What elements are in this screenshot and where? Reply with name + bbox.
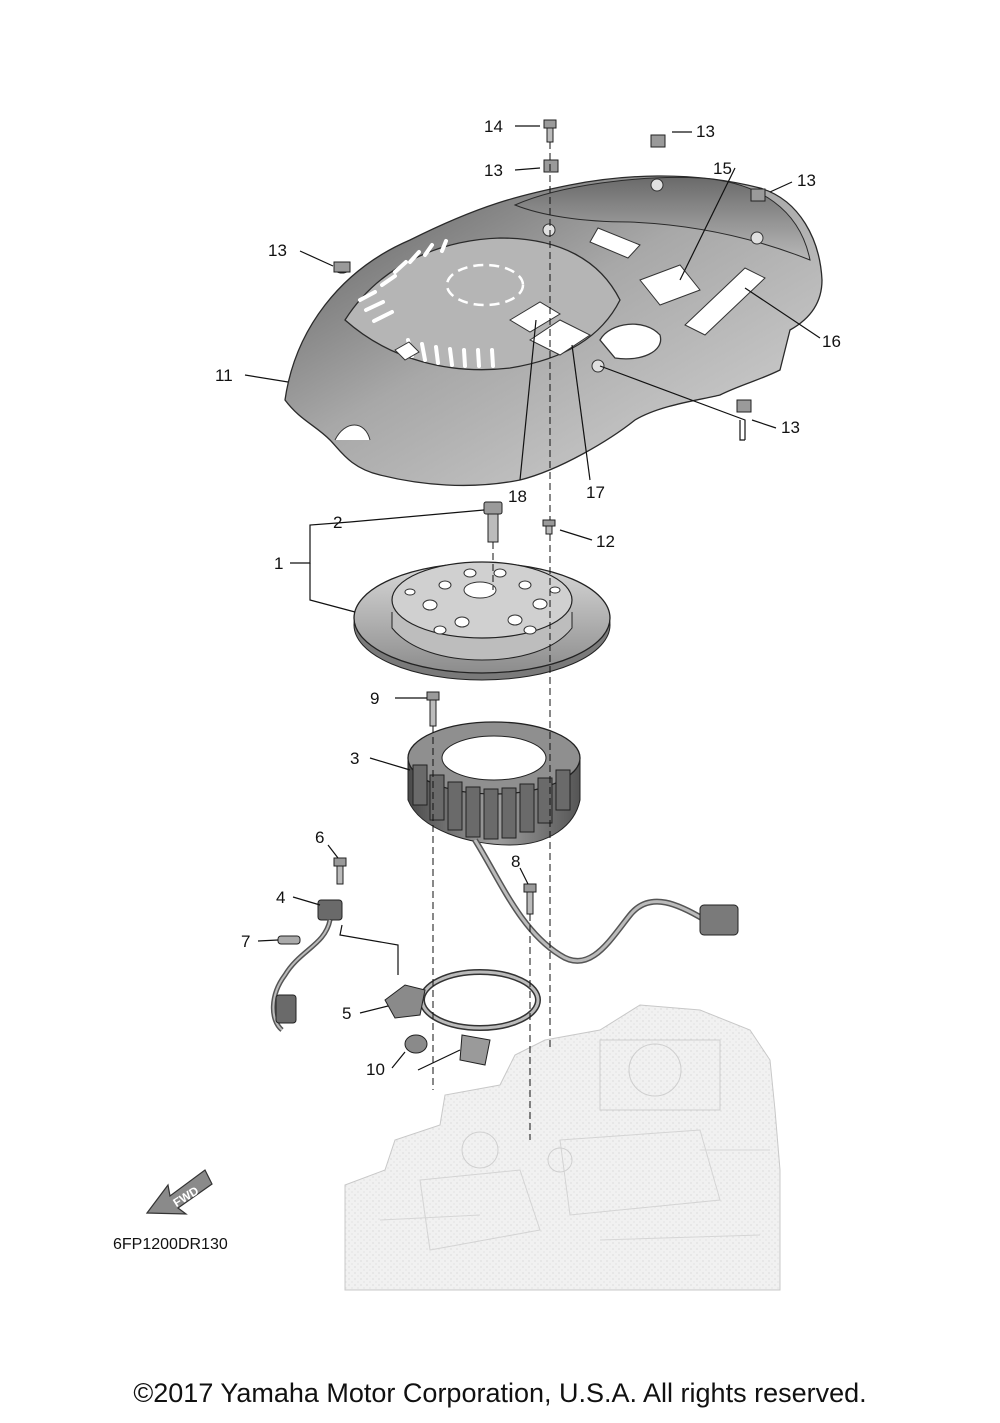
callout-13e: 13: [781, 418, 800, 437]
callout-2: 2: [333, 513, 342, 532]
label-17: [529, 319, 591, 356]
cover-vent-slots: [358, 239, 495, 368]
label-16: [684, 267, 766, 336]
callout-16: 16: [822, 332, 841, 351]
callout-8: 8: [511, 852, 520, 871]
copyright-notice: ©2017 Yamaha Motor Corporation, U.S.A. A…: [133, 1378, 867, 1408]
callout-11: 11: [215, 366, 233, 385]
label-15: [639, 264, 701, 306]
grommet-13e: [736, 399, 752, 413]
leader-lines: [244, 125, 821, 1071]
callout-17: 17: [586, 483, 605, 502]
callout-13b: 13: [696, 122, 715, 141]
grommet-10: [404, 1034, 428, 1054]
callout-14: 14: [484, 117, 503, 136]
callout-12: 12: [596, 532, 615, 551]
bolt-12: [542, 519, 556, 535]
label-18: [509, 301, 561, 333]
grommet-13d: [750, 188, 766, 202]
stator-connector: [699, 904, 739, 936]
flywheel-cover: [284, 175, 823, 487]
engine-block: [344, 1004, 781, 1291]
pulser-coil: [270, 899, 343, 1032]
callout-6: 6: [315, 828, 324, 847]
flywheel-rotor: [353, 561, 611, 681]
callout-15: 15: [713, 159, 732, 178]
alignment-lines: [432, 142, 551, 1140]
callout-4: 4: [276, 888, 285, 907]
bolt-14: [543, 119, 557, 143]
callout-3: 3: [350, 749, 359, 768]
callout-10: 10: [366, 1060, 385, 1079]
callout-5: 5: [342, 1004, 351, 1023]
callout-13d: 13: [268, 241, 287, 260]
grommet-13a: [333, 261, 351, 274]
diagram-code: 6FP1200DR130: [113, 1236, 228, 1253]
callout-7: 7: [241, 932, 250, 951]
bolt-2: [483, 501, 503, 543]
stator-coil: [407, 721, 739, 964]
callout-9: 9: [370, 689, 379, 708]
callout-1: 1: [274, 554, 283, 573]
callout-labels: 14 13 13 13 13 13 15 16 11 18 17 2 12 1 …: [215, 117, 841, 1079]
callout-13c: 13: [797, 171, 816, 190]
grommet-13c: [650, 134, 666, 148]
callout-18: 18: [508, 487, 527, 506]
grommet-13b: [543, 159, 559, 173]
callout-13a: 13: [484, 161, 503, 180]
fwd-arrow-icon: FWD: [145, 1169, 213, 1215]
bolt-9: [426, 691, 440, 727]
bolt-8: [523, 883, 537, 915]
lead-wire-7: [277, 935, 301, 945]
bolt-6: [333, 857, 347, 885]
stator-bracket: [384, 969, 541, 1066]
